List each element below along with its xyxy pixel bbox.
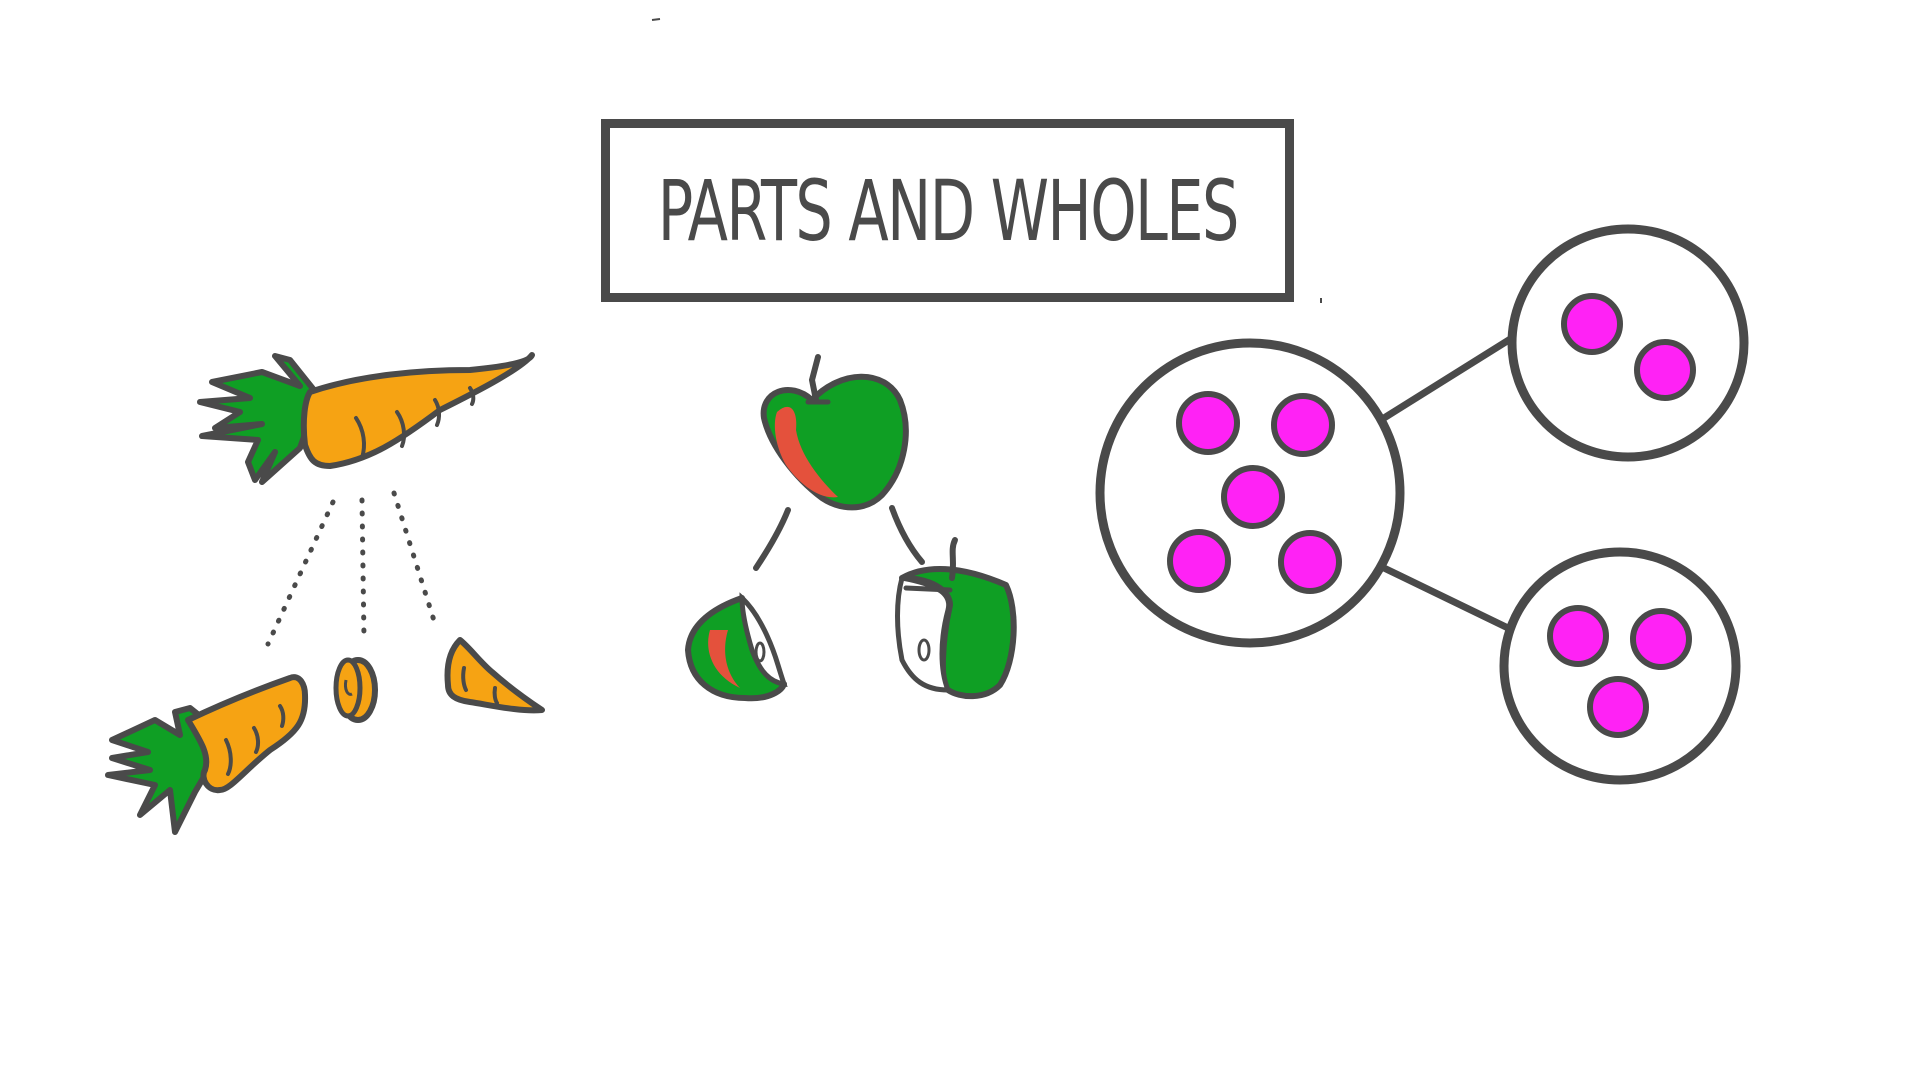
carrot-leaves-icon	[197, 353, 321, 485]
apple-half-right	[895, 537, 1017, 700]
whole-circle	[1095, 338, 1405, 648]
title-box: PARTS AND WHOLES	[601, 119, 1294, 302]
whole-carrot	[197, 352, 535, 485]
carrot-top-piece	[105, 674, 309, 835]
apple-half-left	[685, 592, 788, 702]
whole-apple	[760, 354, 909, 511]
part-whole-connectors	[1380, 334, 1516, 632]
carrot-dotted-lines	[265, 490, 439, 647]
part-circle-top	[1507, 224, 1749, 462]
whole-dots	[1167, 391, 1342, 594]
carrot-tip	[444, 637, 545, 714]
carrot-slice	[333, 657, 378, 723]
carrot-body	[300, 352, 535, 469]
title-text: PARTS AND WHOLES	[657, 161, 1239, 260]
part-circle-bottom	[1499, 547, 1741, 785]
apple-branch-lines	[753, 505, 925, 571]
